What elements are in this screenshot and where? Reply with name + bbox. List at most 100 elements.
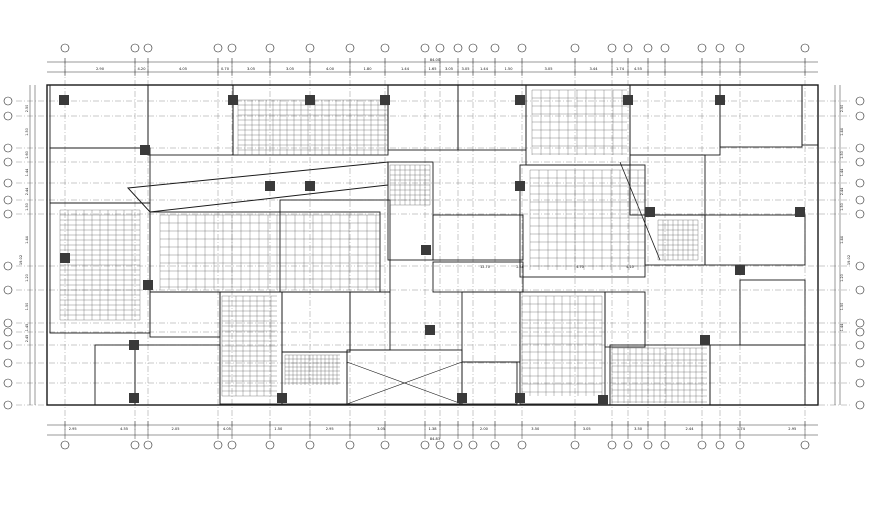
top-dimension-label: 1.74 — [616, 67, 625, 71]
left-dimension-label: 1.45 — [25, 324, 29, 332]
bottom-dimension-label: 2.95 — [326, 427, 334, 431]
grid-bubble-bottom — [735, 440, 745, 450]
room-outline — [149, 211, 381, 293]
column — [598, 395, 608, 405]
grid-bubble-bottom — [517, 440, 527, 450]
bottom-dimension-label: 2.00 — [480, 427, 489, 431]
room-outline — [346, 349, 463, 405]
interior-dimension-label: 4.70 — [576, 265, 584, 269]
walls — [46, 84, 819, 406]
grid-bubble-bottom — [570, 440, 580, 450]
room-outline — [147, 84, 234, 156]
left-dimension-label: 2.50 — [25, 105, 29, 113]
grid-bubble-left — [3, 178, 13, 188]
angled-wall — [126, 161, 389, 213]
column — [59, 95, 69, 105]
top-dimension-label: 1.44 — [401, 67, 410, 71]
right-dimension-label: 2.44 — [840, 188, 844, 196]
right-dimension-label: 1.44 — [840, 324, 844, 332]
top-dimension-label: 4.55 — [634, 67, 642, 71]
grid-bubble-bottom — [607, 440, 617, 450]
column — [143, 280, 153, 290]
cross-line — [346, 361, 463, 405]
grid-bubble-left — [3, 261, 13, 271]
column — [129, 340, 139, 350]
top-dimension-label: 2.90 — [96, 67, 105, 71]
structural-columns — [59, 95, 805, 405]
grid-bubble-bottom — [380, 440, 390, 450]
grid-bubble-left — [3, 340, 13, 350]
grid-bubble-bottom — [623, 440, 633, 450]
top-dimension-label: 3.05 — [247, 67, 255, 71]
grid-bubble-right — [855, 195, 865, 205]
room-outline — [387, 84, 459, 151]
top-dimension-label: 0.70 — [221, 67, 230, 71]
grid-bubble-top — [715, 43, 725, 53]
column — [735, 265, 745, 275]
diagonal-wall — [619, 161, 661, 261]
bottom-dimension-label: 3.05 — [377, 427, 385, 431]
grid-bubble-right — [855, 96, 865, 106]
room-outline — [49, 84, 149, 149]
top-dimension-label: 1.80 — [363, 67, 372, 71]
interior-dimension-label: 4.10 — [626, 265, 634, 269]
column — [715, 95, 725, 105]
bottom-dimension-label: 4.55 — [120, 427, 128, 431]
grid-bubble-bottom — [143, 440, 153, 450]
bottom-dimension-label: 2.44 — [685, 427, 694, 431]
grid-bubble-bottom — [265, 440, 275, 450]
overall-bottom-dimension: 84.81 — [430, 437, 440, 441]
bottom-dimension-label: 1.74 — [737, 427, 746, 431]
top-dimension-label: 4.00 — [326, 67, 335, 71]
grid-bubble-bottom — [130, 440, 140, 450]
grid-bubble-left — [3, 285, 13, 295]
grid-bubble-top — [468, 43, 478, 53]
grid-bubble-top — [265, 43, 275, 53]
column — [421, 245, 431, 255]
column — [515, 95, 525, 105]
exterior-wall — [46, 84, 819, 406]
room-outline — [457, 84, 527, 151]
grid-bubble-right — [855, 378, 865, 388]
top-dimension-label: 3.05 — [286, 67, 294, 71]
grid-bubble-top — [143, 43, 153, 53]
column — [457, 393, 467, 403]
grid-bubble-top — [570, 43, 580, 53]
left-dimension-label: 1.44 — [25, 169, 29, 177]
left-dimension-label: 1.44 — [25, 236, 29, 244]
room-outline — [629, 84, 721, 156]
grid-bubble-top — [380, 43, 390, 53]
interior-dimension-label: 2.58 — [516, 265, 524, 269]
right-dimension-label: 1.50 — [840, 203, 844, 211]
left-dimension-label: 1.50 — [25, 128, 29, 136]
grid-bubble-bottom — [697, 440, 707, 450]
grid-bubble-bottom — [643, 440, 653, 450]
right-dimension-label: 2.50 — [840, 105, 844, 113]
column — [425, 325, 435, 335]
grid-bubble-left — [3, 143, 13, 153]
room-outline — [629, 154, 706, 216]
bottom-dimension-label: 3.50 — [531, 427, 540, 431]
room-outline — [709, 344, 806, 406]
top-dimension-label: 4.05 — [179, 67, 187, 71]
grid-bubble-bottom — [800, 440, 810, 450]
right-dimension-label: 1.44 — [840, 236, 844, 244]
overall-top-dimension: 84.00 — [430, 58, 441, 62]
grid-bubble-left — [3, 358, 13, 368]
interior-dimension-label: 12.70 — [480, 265, 490, 269]
grid-bubble-top — [643, 43, 653, 53]
grid-bubble-left — [3, 209, 13, 219]
grid-bubble-bottom — [60, 440, 70, 450]
top-dimension-label: 3.05 — [461, 67, 469, 71]
room-outline — [134, 344, 221, 406]
top-dimension-label: 4.20 — [137, 67, 146, 71]
top-dimension-label: 3.44 — [589, 67, 598, 71]
grid-bubble-top — [60, 43, 70, 53]
grid-bubble-top — [490, 43, 500, 53]
bottom-dimension-label: 3.05 — [583, 427, 591, 431]
room-outline — [281, 291, 351, 353]
left-dimension-label: 1.60 — [25, 151, 29, 159]
room-outline — [519, 164, 646, 278]
grid-bubble-left — [3, 195, 13, 205]
column — [305, 181, 315, 191]
